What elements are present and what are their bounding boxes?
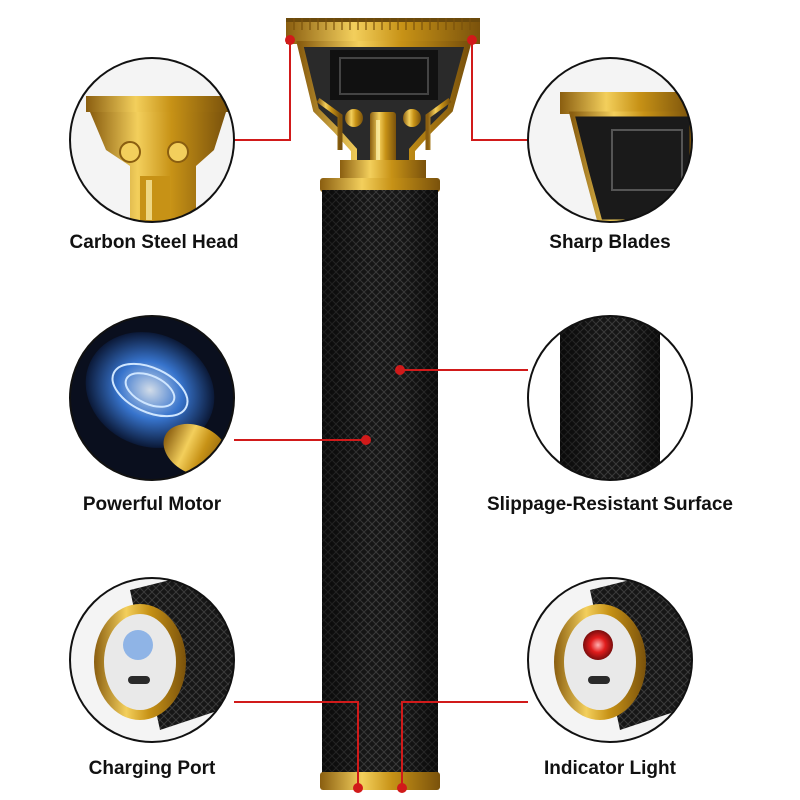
callout-line-indicator-light bbox=[401, 701, 528, 788]
trimmer-head bbox=[296, 41, 472, 185]
label-powerful-motor: Powerful Motor bbox=[82, 494, 222, 515]
label-charging-port: Charging Port bbox=[88, 758, 216, 779]
trimmer-product-image bbox=[286, 18, 480, 790]
detail-circle-charging-port bbox=[69, 577, 235, 743]
callout-line-sharp-blades bbox=[471, 40, 528, 141]
detail-circle-powerful-motor bbox=[69, 315, 235, 481]
led-dot-icon bbox=[123, 630, 153, 660]
usb-c-port-icon bbox=[588, 676, 610, 684]
callout-dots bbox=[285, 35, 477, 793]
led-dot-icon bbox=[583, 630, 613, 660]
detail-circle-carbon-steel-head bbox=[69, 57, 235, 223]
usb-c-port-icon bbox=[128, 676, 150, 684]
label-slippage-resistant-surface: Slippage-Resistant Surface bbox=[486, 494, 734, 515]
callout-lines bbox=[234, 40, 528, 788]
trimmer-base-ring bbox=[320, 772, 440, 790]
label-carbon-steel-head: Carbon Steel Head bbox=[69, 232, 239, 253]
detail-circle-slippage-resistant-surface bbox=[527, 315, 693, 481]
trimmer-blade bbox=[286, 18, 480, 44]
trimmer-body bbox=[322, 190, 438, 780]
trimmer-collar bbox=[320, 178, 440, 192]
detail-circle-indicator-light bbox=[527, 577, 693, 743]
callout-line-charging-port bbox=[234, 701, 359, 788]
label-indicator-light: Indicator Light bbox=[544, 758, 676, 779]
detail-circle-sharp-blades bbox=[527, 57, 693, 223]
callout-line-carbon-steel-head bbox=[234, 40, 291, 141]
label-sharp-blades: Sharp Blades bbox=[549, 232, 671, 253]
